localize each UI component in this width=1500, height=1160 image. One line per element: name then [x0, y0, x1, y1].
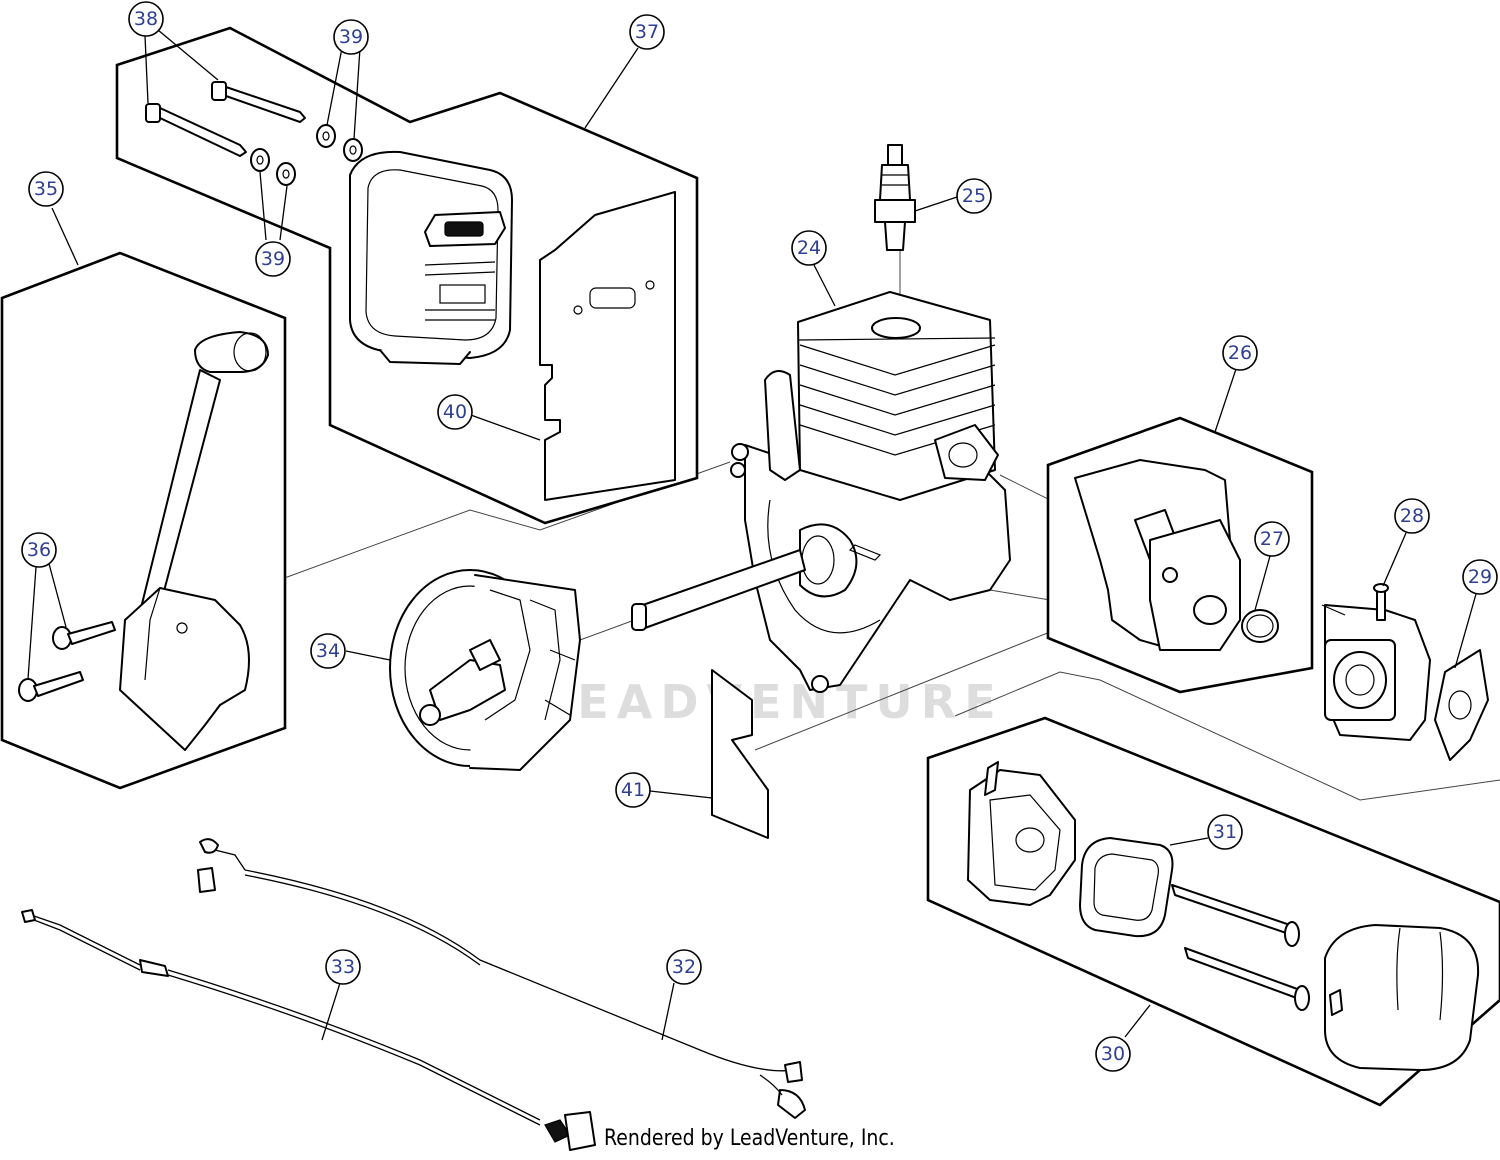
callout-41: 41 [615, 772, 651, 808]
air-filter-assembly [926, 716, 1500, 1107]
svg-text:33: 33 [331, 956, 355, 978]
air-filter-screw-upper [1171, 884, 1300, 947]
svg-text:26: 26 [1228, 342, 1252, 364]
callout-leaders [27, 29, 1477, 1041]
adaptor-plate [1074, 459, 1241, 651]
spark-plug [874, 144, 916, 251]
o-ring [1241, 609, 1279, 643]
svg-text:34: 34 [316, 640, 340, 662]
muffler-gasket [539, 191, 676, 501]
watermark: LEADVENTURE [540, 675, 1004, 729]
callout-38: 38 [128, 1, 164, 37]
flywheel [389, 569, 581, 771]
callout-24: 24 [791, 230, 827, 266]
muffler-bolt-lower [145, 103, 247, 157]
callout-33: 33 [325, 949, 361, 985]
svg-text:27: 27 [1260, 528, 1284, 550]
carburetor [1321, 583, 1431, 741]
callout-36: 36 [21, 532, 57, 568]
svg-text:24: 24 [797, 237, 821, 259]
air-filter-cover [1324, 924, 1480, 1071]
stop-switch-wire [21, 909, 596, 1151]
svg-text:40: 40 [443, 401, 467, 423]
svg-text:39: 39 [261, 248, 285, 270]
callout-30: 30 [1095, 1036, 1131, 1072]
svg-text:36: 36 [27, 539, 51, 561]
carburetor-adaptor-assembly [1046, 416, 1314, 694]
svg-text:37: 37 [635, 21, 659, 43]
engine-block [631, 291, 1011, 693]
svg-text:32: 32 [672, 956, 696, 978]
air-filter-base [967, 761, 1076, 906]
callout-39-upper: 39 [333, 19, 369, 55]
callout-27: 27 [1254, 521, 1290, 557]
callout-34: 34 [310, 633, 346, 669]
render-credit: Rendered by LeadVenture, Inc. [604, 1126, 895, 1151]
svg-text:31: 31 [1213, 821, 1237, 843]
svg-text:25: 25 [962, 185, 986, 207]
ignition-coil [119, 331, 269, 751]
callout-31: 31 [1207, 814, 1243, 850]
coil-screw-upper [52, 621, 116, 650]
muffler-body [349, 150, 513, 365]
svg-text:30: 30 [1101, 1043, 1125, 1065]
callout-26: 26 [1222, 335, 1258, 371]
throttle-cable [197, 838, 806, 1119]
callout-39-lower: 39 [255, 241, 291, 277]
crankcase-gasket [711, 669, 769, 839]
callout-29: 29 [1462, 559, 1498, 595]
svg-text:38: 38 [134, 8, 158, 30]
svg-text:39: 39 [339, 26, 363, 48]
callout-37: 37 [629, 14, 665, 50]
svg-text:28: 28 [1400, 505, 1424, 527]
carburetor-gasket [1434, 649, 1489, 761]
svg-text:35: 35 [34, 178, 58, 200]
muffler-assembly [115, 26, 699, 525]
muffler-bolt-upper [211, 81, 306, 123]
ignition-coil-assembly [0, 251, 287, 790]
air-filter-element [1079, 837, 1174, 938]
callout-35: 35 [28, 171, 64, 207]
callout-32: 32 [666, 949, 702, 985]
callout-40: 40 [437, 394, 473, 430]
svg-text:41: 41 [621, 779, 645, 801]
svg-text:29: 29 [1468, 566, 1492, 588]
callout-28: 28 [1394, 498, 1430, 534]
air-filter-screw-lower [1184, 947, 1310, 1011]
callout-25: 25 [956, 178, 992, 214]
